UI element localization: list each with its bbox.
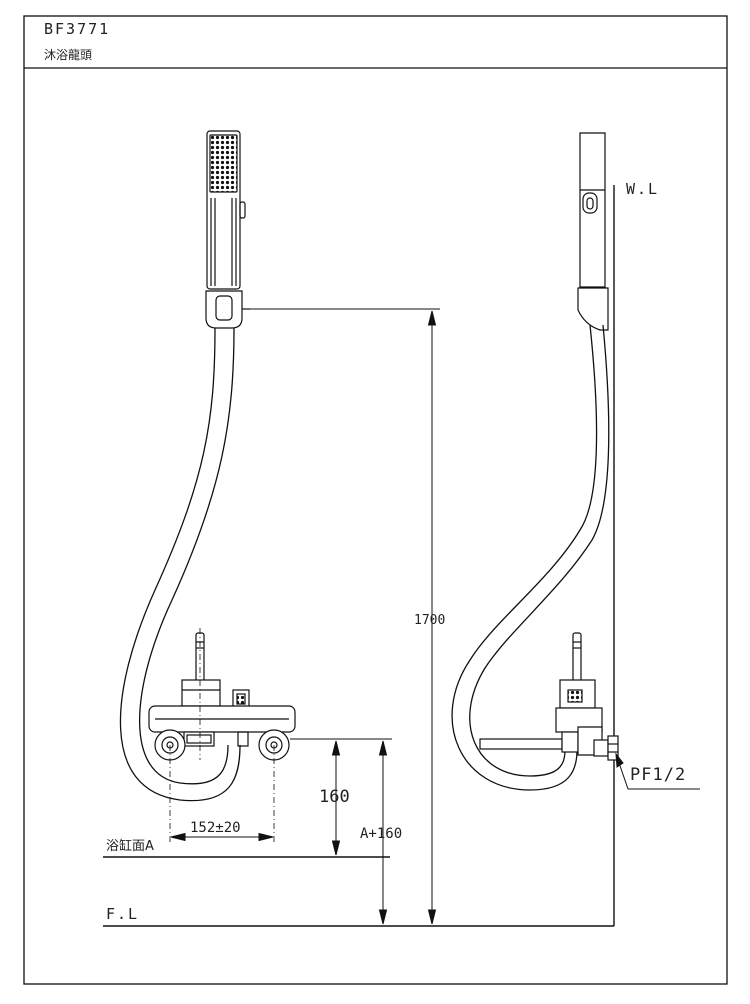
dimension-lines (170, 308, 700, 925)
label-water-level: W.L (626, 180, 659, 198)
dim-floor-to-outlet: A+160 (360, 826, 402, 842)
diverter-front (232, 689, 250, 709)
valve-body-front (148, 705, 296, 761)
label-floor-level: F.L (106, 905, 139, 923)
sheet-frame (23, 15, 728, 985)
lever-front (181, 632, 221, 707)
model-number: BF3771 (44, 20, 111, 38)
hose-front (119, 327, 241, 802)
front-view (119, 130, 296, 842)
centerlines-front (169, 628, 275, 842)
dim-tub-to-outlet: 160 (319, 787, 350, 807)
hose-side (451, 324, 610, 791)
valve-body-side (479, 707, 619, 761)
dim-total-height: 1700 (414, 613, 445, 628)
side-view (451, 132, 619, 791)
dim-inlet-spacing: 152±20 (190, 820, 241, 836)
hand-shower-front (205, 130, 250, 329)
lever-side (559, 632, 596, 709)
label-thread-spec: PF1/2 (630, 765, 686, 785)
label-tub-surface: 浴缸面A (106, 838, 154, 854)
reference-lines (103, 185, 615, 927)
hand-shower-side (577, 132, 609, 331)
product-name: 沐浴龍頭 (44, 48, 93, 62)
drawing-labels: W.L F.L 浴缸面A PF1/2 1700 160 A+160 152±20 (106, 180, 686, 923)
